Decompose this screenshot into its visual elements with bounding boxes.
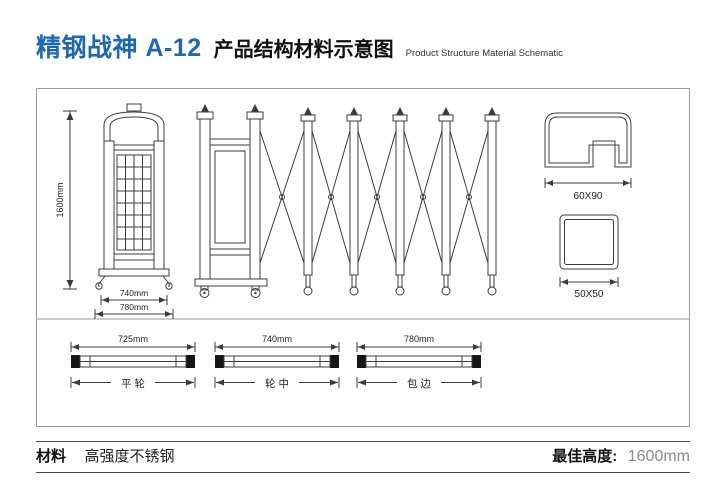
front-width-inner-dim: 740mm xyxy=(120,288,148,298)
wheel-icon xyxy=(165,282,173,290)
footer: 材料 高强度不锈钢 最佳高度: 1600mm xyxy=(36,445,690,466)
retractable-gate-drawing xyxy=(194,104,500,298)
schematic-drawing: 1600mm xyxy=(37,103,689,390)
profile-50x50-drawing: 50X50 xyxy=(559,214,619,300)
footer-divider-bottom xyxy=(36,472,690,473)
rail-dim-label: 740mm xyxy=(262,334,292,344)
rail-dim-label: 780mm xyxy=(404,334,434,344)
wheel-icon xyxy=(250,288,261,298)
product-model: 精钢战神 A-12 xyxy=(36,34,202,62)
front-height-dim: 1600mm xyxy=(55,182,65,217)
best-height-value: 1600mm xyxy=(627,448,690,465)
profile-60x90-label: 60X90 xyxy=(574,191,603,202)
rail-name-label: 轮 中 xyxy=(265,377,289,390)
rail-diagram-wheel-center: 740mm 轮 中 xyxy=(214,334,340,390)
front-view-drawing: 1600mm xyxy=(55,103,174,319)
best-height-spec: 最佳高度: 1600mm xyxy=(552,445,690,466)
rail-diagram-flat-wheel: 725mm 平 轮 xyxy=(70,334,196,390)
material-label: 材料 xyxy=(36,448,67,465)
material-value: 高强度不锈钢 xyxy=(84,448,175,465)
footer-divider-top xyxy=(36,441,690,442)
wheel-icon xyxy=(95,282,103,290)
scissor-lattice xyxy=(259,130,489,264)
best-height-label: 最佳高度: xyxy=(552,448,618,465)
arch-cap xyxy=(126,103,142,112)
rail-name-label: 平 轮 xyxy=(121,377,145,390)
page-header: 精钢战神 A-12 产品结构材料示意图 Product Structure Ma… xyxy=(36,28,563,64)
title-chinese: 产品结构材料示意图 xyxy=(213,39,394,61)
wheel-icon xyxy=(199,288,210,298)
profile-60x90-drawing: 60X90 xyxy=(544,112,632,202)
rail-dim-label: 725mm xyxy=(118,334,148,344)
accordion-wheels xyxy=(303,274,497,296)
title-english: Product Structure Material Schematic xyxy=(405,48,563,59)
front-width-outer-dim: 780mm xyxy=(120,302,148,312)
material-spec: 材料 高强度不锈钢 xyxy=(36,445,174,466)
schematic-panel: 1600mm xyxy=(36,88,690,427)
accordion-posts xyxy=(300,107,500,276)
profile-50x50-label: 50X50 xyxy=(575,289,604,300)
rail-diagram-edge-wrap: 780mm 包 边 xyxy=(356,334,482,390)
rail-name-label: 包 边 xyxy=(407,377,431,390)
